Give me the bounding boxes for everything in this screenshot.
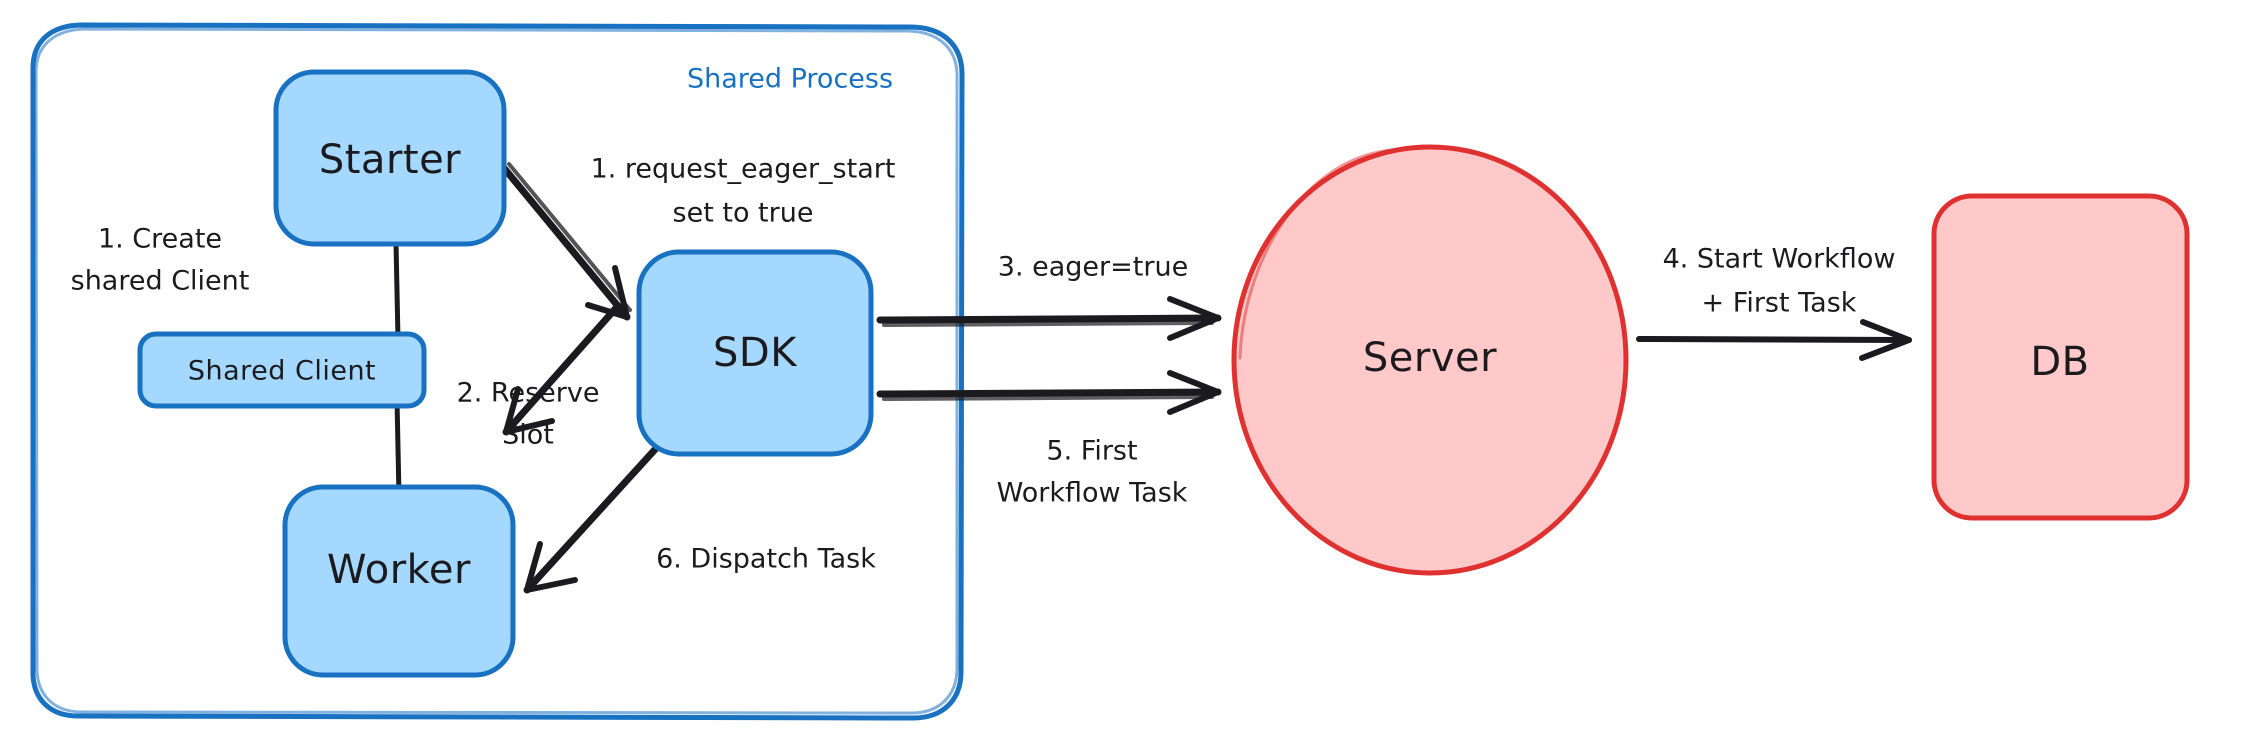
edge-eager-true[interactable] [876, 296, 1222, 341]
first-workflow-task-shaft-sketch [882, 395, 1214, 401]
starter-label: Starter [319, 137, 461, 183]
shared-process-border-sketch [34, 27, 959, 715]
request-eager-start-shaft [500, 164, 631, 321]
edge-reserve-slot[interactable] [502, 304, 620, 436]
eager-true-shaft [876, 314, 1222, 324]
label-dispatch-task: 6. Dispatch Task [656, 544, 876, 575]
request-eager-start-shaft-sketch [507, 162, 632, 312]
label-first-workflow-task: 5. First Workflow Task [997, 436, 1188, 509]
edge-create-shared-client-line [393, 240, 402, 499]
edge-start-workflow[interactable] [1636, 319, 1912, 361]
request-eager-start-line-2: set to true [673, 198, 814, 229]
start-workflow-shaft [1636, 336, 1912, 343]
db-label: DB [2030, 339, 2089, 385]
label-create-shared-client: 1. Create shared Client [71, 224, 250, 297]
shared-client-label: Shared Client [188, 356, 376, 387]
first-workflow-task-shaft [876, 388, 1222, 398]
worker-box [282, 484, 516, 678]
edge-first-workflow-task[interactable] [876, 370, 1222, 415]
label-eager-true: 3. eager=true [998, 252, 1188, 283]
node-sdk[interactable]: SDK [636, 249, 874, 457]
eager-true-arrowhead [1167, 296, 1221, 341]
reserve-slot-shaft [502, 304, 620, 436]
node-shared-client[interactable]: Shared Client [137, 331, 427, 409]
server-label: Server [1363, 335, 1497, 381]
db-box [1931, 193, 2190, 521]
reserve-slot-line-1: 2. Reserve [457, 378, 600, 409]
create-shared-client-line-2: shared Client [71, 266, 250, 297]
edge-request-eager-start[interactable] [500, 162, 632, 321]
sdk-box [636, 249, 874, 457]
start-workflow-arrowhead [1859, 319, 1912, 361]
node-starter[interactable]: Starter [273, 69, 507, 247]
request-eager-start-arrowhead [585, 265, 630, 320]
reserve-slot-line-2: Slot [502, 420, 554, 451]
first-workflow-task-arrowhead [1167, 370, 1221, 415]
worker-label: Worker [327, 547, 471, 593]
node-db[interactable]: DB [1931, 193, 2190, 521]
start-workflow-line-1: 4. Start Workflow [1663, 244, 1896, 275]
node-worker[interactable]: Worker [282, 484, 516, 678]
start-workflow-line-2: + First Task [1702, 288, 1857, 319]
dispatch-task-shaft [523, 440, 664, 594]
first-workflow-task-line-1: 5. First [1046, 436, 1137, 467]
label-reserve-slot: 2. Reserve Slot [457, 378, 600, 451]
label-request-eager-start: 1. request_eager_start set to true [591, 154, 896, 229]
starter-box [273, 69, 507, 247]
shared-client-to-worker-line [394, 397, 402, 499]
starter-to-shared-client-line [393, 240, 401, 342]
shared-process-border [30, 22, 965, 721]
request-eager-start-line-1: 1. request_eager_start [591, 154, 896, 185]
sdk-label: SDK [713, 330, 798, 376]
eager-true-line-1: 3. eager=true [998, 252, 1188, 283]
reserve-slot-arrowhead [503, 386, 555, 435]
shared-process-group[interactable]: Shared Process [30, 22, 965, 721]
edge-dispatch-task[interactable] [523, 440, 664, 594]
dispatch-task-line-1: 6. Dispatch Task [656, 544, 876, 575]
server-ellipse [1231, 144, 1629, 576]
first-workflow-task-line-2: Workflow Task [997, 478, 1188, 509]
node-server[interactable]: Server [1231, 144, 1629, 576]
shared-client-box [137, 331, 427, 409]
label-start-workflow: 4. Start Workflow + First Task [1663, 244, 1896, 319]
eager-true-shaft-sketch [882, 321, 1214, 327]
server-ellipse-sketch [1238, 148, 1395, 360]
shared-process-title: Shared Process [687, 64, 893, 95]
create-shared-client-line-1: 1. Create [98, 224, 222, 255]
dispatch-task-arrowhead [524, 541, 578, 593]
